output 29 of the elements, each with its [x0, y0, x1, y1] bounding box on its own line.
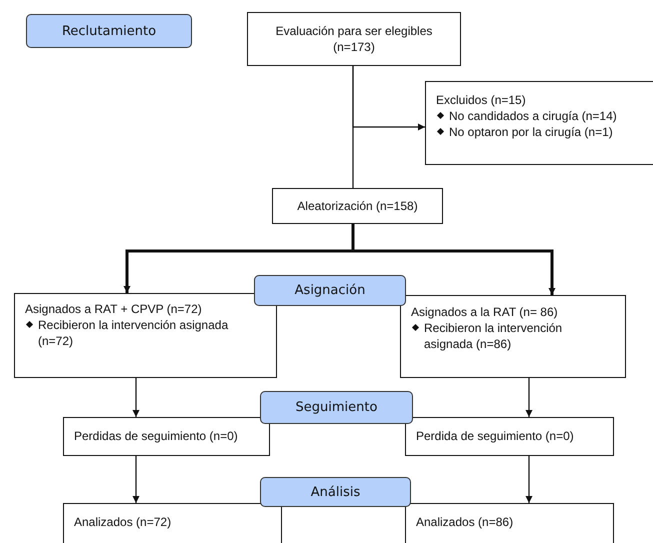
box-text: Analizados (n=86)	[416, 514, 514, 530]
arrow	[526, 456, 532, 503]
box-text: Perdidas de seguimiento (n=0)	[74, 428, 239, 444]
process-box	[14, 293, 277, 378]
box-text: Asignados a la RAT (n= 86)	[411, 304, 559, 320]
box-text: No optaron por la cirugía (n=1)	[449, 124, 613, 140]
box-text: Aleatorización (n=158)	[297, 198, 418, 214]
arrow	[132, 456, 140, 503]
box-text: Recibieron la intervención asignada (n=86)	[424, 320, 564, 352]
process-box	[405, 417, 614, 456]
box-text: No candidados a cirugía (n=14)	[449, 108, 617, 124]
stage-label: Asignación	[254, 275, 406, 306]
box-text: Recibieron la intervención asignada (n=72)	[38, 317, 230, 349]
process-box	[63, 417, 270, 456]
box-text: Excluidos (n=15)	[436, 92, 527, 108]
process-box	[425, 81, 653, 165]
stage-label: Reclutamiento	[26, 14, 192, 48]
box-text: Asignados a RAT + CPVP (n=72)	[25, 301, 203, 317]
box-text: Analizados (n=72)	[74, 514, 172, 530]
process-box	[247, 12, 461, 66]
process-box	[272, 188, 443, 224]
stage-label: Seguimiento	[260, 391, 413, 424]
arrow	[352, 66, 425, 130]
arrow	[132, 378, 140, 417]
process-box	[400, 295, 626, 378]
arrow	[526, 378, 532, 417]
box-text: Evaluación para ser elegibles (n=173)	[274, 23, 434, 55]
box-text: Perdida de seguimiento (n=0)	[416, 428, 575, 444]
stage-label: Análisis	[260, 477, 411, 507]
